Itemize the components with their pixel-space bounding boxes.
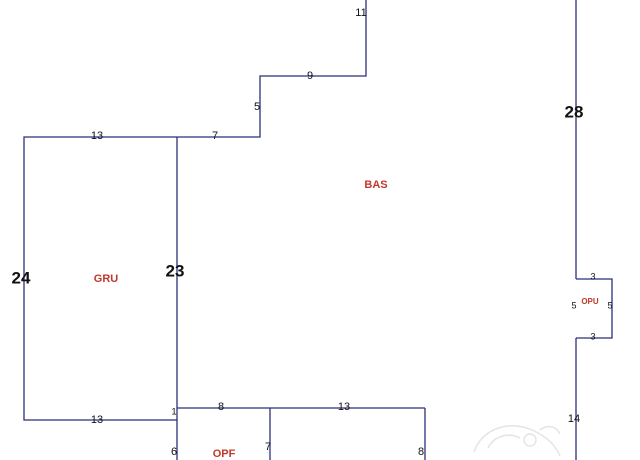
dimension-gru-left-24: 24 [12, 268, 31, 287]
dimension-opu-bottom-3: 3 [590, 331, 595, 341]
dimension-corner-1: 1 [171, 406, 176, 416]
dimension-opu-left-5: 5 [571, 300, 576, 310]
dimension-top-7: 7 [212, 130, 218, 142]
dimension-opf-left-6: 6 [171, 446, 177, 458]
dimension-opf-right-8: 8 [418, 446, 424, 458]
opu-outline [576, 278, 613, 339]
opf-outline [176, 408, 271, 460]
bas-outline [176, 0, 577, 460]
dimension-gru-right-23: 23 [166, 261, 185, 280]
dimension-bottom-13: 13 [338, 401, 350, 413]
dimension-step-9: 9 [307, 70, 313, 82]
dimension-gru-bottom-13: 13 [91, 414, 103, 426]
area-label-gru: GRU [94, 273, 119, 285]
gru-outline [23, 136, 177, 421]
area-label-bas: BAS [364, 179, 387, 191]
dimension-right-14: 14 [568, 413, 580, 425]
dimension-right-28: 28 [565, 102, 584, 121]
area-label-opf: OPF [213, 448, 236, 460]
dimension-opf-mid-7: 7 [265, 441, 271, 453]
watermark-logo [473, 425, 561, 457]
dimension-gru-top-13: 13 [91, 130, 103, 142]
dimension-step-5: 5 [254, 101, 260, 113]
dimension-opu-top-3: 3 [590, 271, 595, 281]
dimension-opu-right-5: 5 [607, 300, 612, 310]
area-label-opu: OPU [581, 297, 599, 306]
dimension-top-11: 11 [355, 7, 366, 19]
dimension-bottom-8: 8 [218, 401, 224, 413]
